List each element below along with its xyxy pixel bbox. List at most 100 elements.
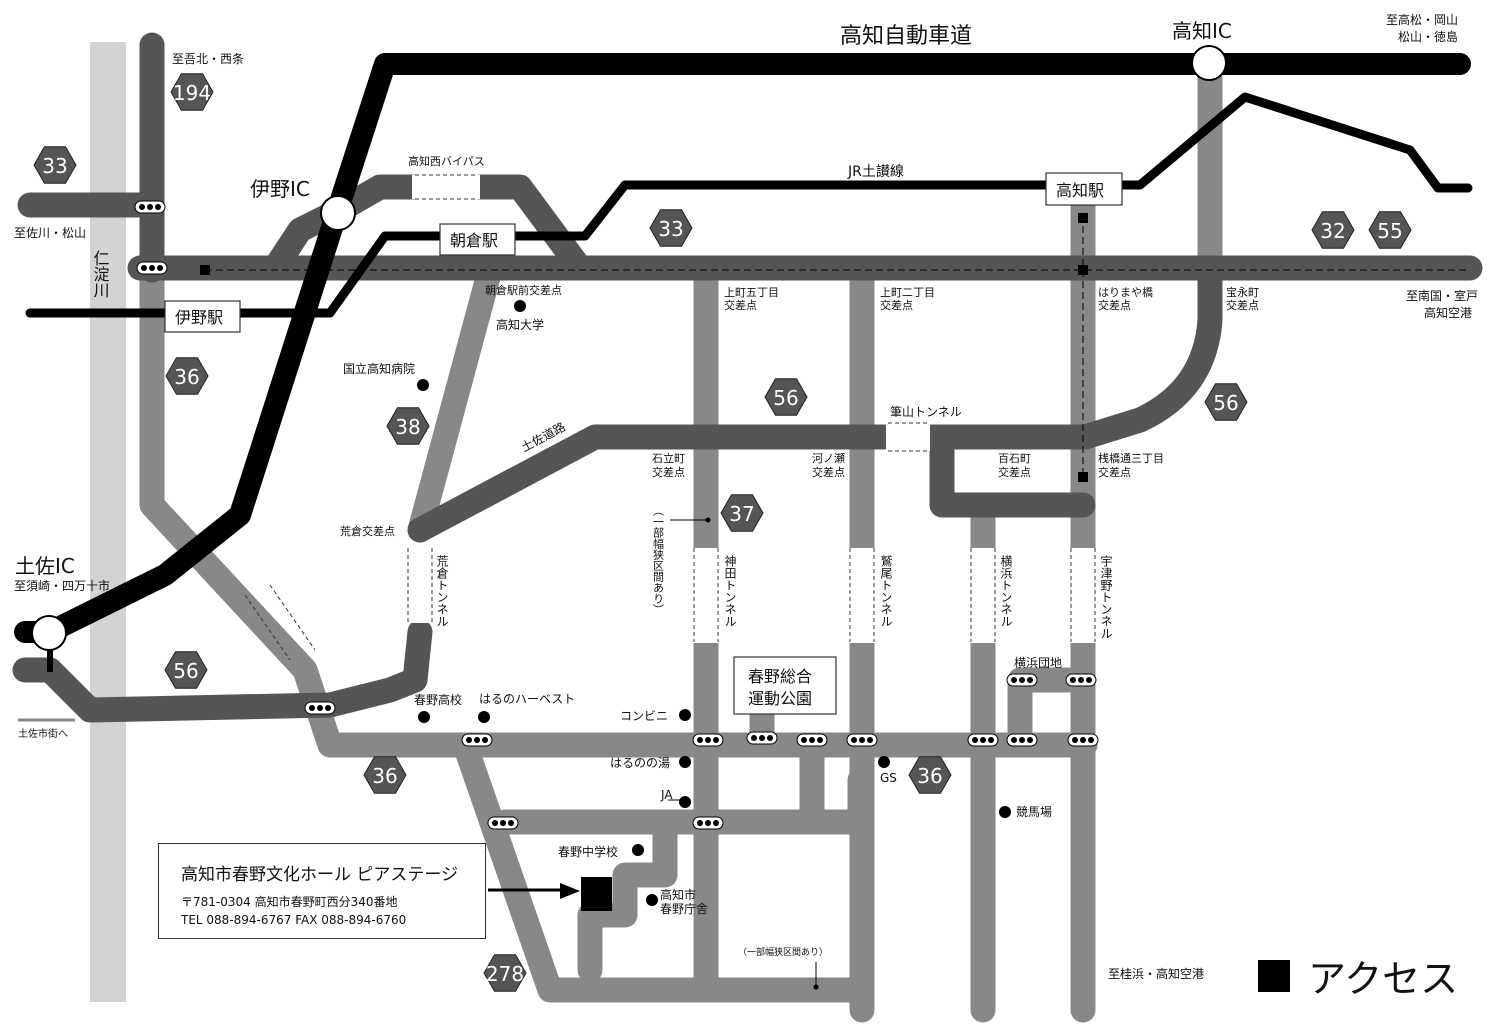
route-shield: 38 <box>386 407 430 445</box>
sports-park-box <box>733 656 837 715</box>
isx-ishidate-a: 石立町 <box>652 451 685 465</box>
venue-marker <box>581 877 612 911</box>
traffic-signal-icon <box>1067 733 1099 747</box>
isx-hyakkoku-a: 百石町 <box>998 452 1031 465</box>
jr-dosan-line <box>25 92 1473 318</box>
tunnel-araku: 荒倉トンネル <box>435 555 449 627</box>
dir-agawa: 至吾北・西条 <box>172 52 244 66</box>
tunnel-fudeyama: 筆山トンネル <box>890 405 962 419</box>
traffic-signal-icon <box>846 733 878 747</box>
route-shield-number: 37 <box>729 502 754 526</box>
yokohama-danchi-label: 横浜団地 <box>1014 656 1062 670</box>
route-shield: 278 <box>483 954 527 992</box>
route-shield: 36 <box>908 756 952 794</box>
niyodo-river <box>90 42 126 1002</box>
traffic-signal-icon <box>1006 673 1038 687</box>
tosa-ic-label: 土佐IC <box>15 554 75 578</box>
office-label-2: 春野庁舎 <box>660 902 708 916</box>
asakura-station-label: 朝倉駅 <box>450 231 498 250</box>
onsen-label: はるのの湯 <box>610 756 670 770</box>
venue-address: 〒781-0304 高知市春野町西分340番地 <box>181 895 398 909</box>
asakura-station-box <box>439 223 516 256</box>
isx-ishidate-b: 交差点 <box>652 465 685 479</box>
tram-line <box>205 215 1470 478</box>
tunnel-dashes <box>244 174 1096 661</box>
isx-kamimachi5-b: 交差点 <box>724 298 757 312</box>
isx-takaramachi-b: 交差点 <box>1226 298 1259 312</box>
route-shield-number: 194 <box>173 81 211 105</box>
traffic-signal-icon <box>304 701 336 715</box>
hospital-label: 国立高知病院 <box>343 361 415 376</box>
traffic-signal-icon <box>967 733 999 747</box>
isx-sanbashi-b: 交差点 <box>1098 465 1131 479</box>
route-shield: 56 <box>1204 383 1248 421</box>
river-label: 仁淀川 <box>91 250 110 298</box>
harvest-label: はるのハーベスト <box>479 692 575 706</box>
bypass-label: 高知西バイパス <box>408 154 485 168</box>
traffic-signal-icon <box>136 261 168 275</box>
traffic-signal-icon <box>134 200 166 214</box>
route-shield: 194 <box>170 73 214 111</box>
route-shield-number: 32 <box>1320 219 1345 243</box>
traffic-signal-icon <box>1065 673 1097 687</box>
ino-ic-label: 伊野IC <box>250 177 310 201</box>
landmark-dots <box>417 300 1011 990</box>
ino-station-box <box>164 300 241 333</box>
konbini-label: コンビニ <box>620 709 668 723</box>
venue-name: 高知市春野文化ホール ピアステージ <box>181 865 459 885</box>
dir-nankoku: 至南国・室戸 <box>1406 288 1478 303</box>
kochi-station-label: 高知駅 <box>1056 181 1104 200</box>
traffic-signal-icon <box>692 733 724 747</box>
title-square-icon <box>1258 959 1290 992</box>
park-label-2: 運動公園 <box>748 689 812 708</box>
isx-konose-b: 交差点 <box>812 465 845 479</box>
access-title: アクセス <box>1258 948 1458 1003</box>
tram-stops <box>200 213 1088 482</box>
dir-tosa-city: 土佐市街へ <box>18 727 68 740</box>
venue-arrowhead <box>560 883 580 899</box>
kochi-ic-marker <box>1191 45 1227 81</box>
dir-katsurahama: 至桂浜・高知空港 <box>1108 966 1204 981</box>
traffic-signal-icon <box>487 816 519 830</box>
route-shield: 36 <box>363 756 407 794</box>
route-shield: 33 <box>33 146 77 184</box>
isx-asakura: 朝倉駅前交差点 <box>485 283 562 297</box>
route-shield-number: 33 <box>658 217 683 241</box>
isx-kamimachi2-b: 交差点 <box>880 298 913 312</box>
park-label-1: 春野総合 <box>748 667 812 686</box>
route-shield-number: 55 <box>1377 219 1402 243</box>
tunnel-yokohama: 横浜トンネル <box>999 555 1013 627</box>
tunnel-kanda: 神田トンネル <box>723 555 737 627</box>
route-shield-number: 56 <box>1213 391 1238 415</box>
traffic-signal-icon <box>692 816 724 830</box>
gs-label: GS <box>880 771 897 785</box>
kochi-station-box <box>1045 172 1123 206</box>
isx-sanbashi-a: 桟橋通三丁目 <box>1098 451 1164 465</box>
leader-lines <box>668 519 817 987</box>
isx-takaramachi-a: 宝永町 <box>1226 285 1259 299</box>
route-shield-number: 56 <box>773 386 798 410</box>
haruno-hs-label: 春野高校 <box>414 692 462 707</box>
kochi-univ-label: 高知大学 <box>496 317 544 332</box>
ino-station-label: 伊野駅 <box>175 308 223 327</box>
ino-ic-marker <box>320 195 356 231</box>
ja-label: JA <box>660 788 673 802</box>
route-shield-number: 36 <box>917 764 942 788</box>
traffic-signal-icon <box>746 731 778 745</box>
haruno-jhs-label: 春野中学校 <box>558 844 618 859</box>
route-shield-number: 38 <box>395 415 420 439</box>
kochi-ic-label: 高知IC <box>1172 19 1232 43</box>
route-shield-number: 56 <box>173 659 198 683</box>
isx-harimaya-a: はりまや橋 <box>1098 285 1153 299</box>
dir-takamatsu: 至高松・岡山 <box>1386 12 1458 27</box>
narrow-note-bottom: （一部幅狭区間あり） <box>738 946 828 958</box>
route-shield: 56 <box>764 378 808 416</box>
tunnel-utsuno: 宇津野トンネル <box>1099 555 1113 639</box>
isx-hyakkoku-b: 交差点 <box>998 465 1031 479</box>
traffic-signal-icon <box>461 733 493 747</box>
office-label-1: 高知市 <box>660 887 696 902</box>
map-labels: 高知自動車道 高知IC 伊野IC 土佐IC JR土讃線 高知西バイパス 高知駅 … <box>14 12 1478 981</box>
isx-araku: 荒倉交差点 <box>340 524 395 538</box>
